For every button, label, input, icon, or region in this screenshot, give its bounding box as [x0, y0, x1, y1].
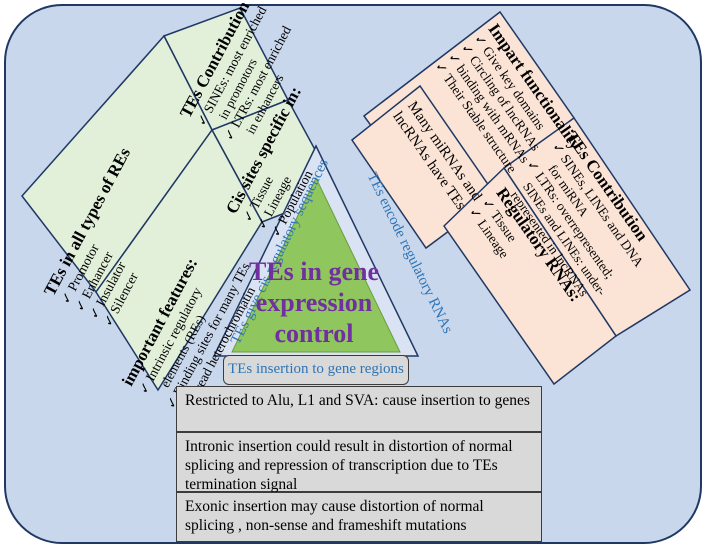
center-title-overlay: TEs in gene expression control [226, 256, 402, 349]
insertion-bar: TEs insertion to gene regions [223, 355, 409, 385]
overlay-title-line-3: control [274, 319, 354, 348]
overlay-title-line-2: expression [255, 288, 373, 317]
box-restricted: Restricted to Alu, L1 and SVA: cause ins… [176, 386, 542, 432]
shape-triangle-inner [231, 176, 401, 353]
overlay-title-line-1: TEs in gene [248, 257, 380, 286]
box-intronic: Intronic insertion could result in disto… [176, 432, 542, 493]
box-exonic: Exonic insertion may cause distortion of… [176, 492, 542, 542]
